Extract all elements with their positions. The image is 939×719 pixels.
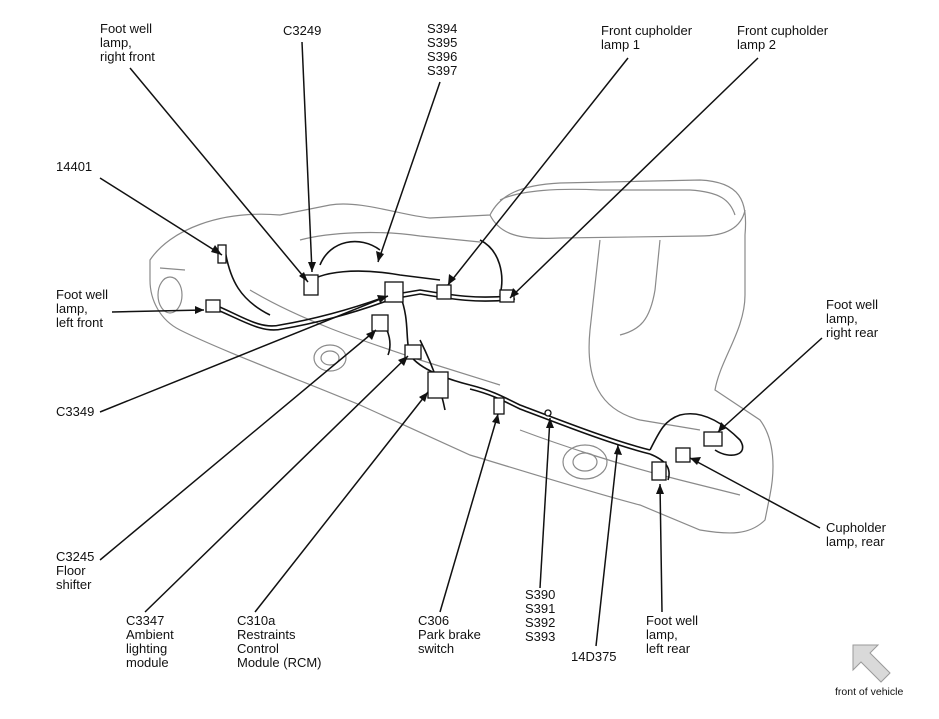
connector-front-cupholder-1 [436,284,452,300]
leader-front-cupholder-2 [509,57,759,299]
leader-front-cupholder-1 [447,57,629,286]
leader-s394 [377,81,441,263]
leader-foot-well-right-front [129,67,309,283]
leader-14401 [99,177,223,256]
label-c3347: C3347 Ambient lighting module [126,613,174,670]
label-foot-well-left-rear: Foot well lamp, left rear [646,613,699,656]
label-foot-well-right-front: Foot well lamp, right front [100,21,155,64]
leader-14d375 [595,444,619,647]
label-front-cupholder-lamp-2: Front cupholder lamp 2 [737,23,829,52]
leader-c3249 [301,41,313,273]
leader-foot-well-right-rear [717,337,823,433]
wiring-harness [214,239,744,481]
leader-c3347 [144,355,409,613]
arrowhead-c3249 [308,262,316,272]
arrowhead-c3349 [377,295,388,303]
leader-s390 [539,417,551,589]
leader-foot-well-left-rear [659,483,663,613]
connectors [205,244,723,481]
connector-c306 [493,397,505,415]
connector-c3347 [404,344,422,360]
leader-lines [99,41,823,647]
label-front-of-vehicle: front of vehicle [835,686,904,698]
arrowhead-foot-well-right-front [299,272,308,282]
label-foot-well-left-front: Foot well lamp, left front [56,287,109,330]
connector-c3245 [371,314,389,332]
arrowheads [195,245,727,494]
label-cupholder-rear: Cupholder lamp, rear [826,520,886,549]
label-s390-s393: S390 S391 S392 S393 [525,587,556,644]
label-14d375: 14D375 [571,649,617,664]
arrowhead-front-cupholder-1 [448,274,456,285]
leader-c306 [439,413,499,613]
arrowhead-c3347 [398,356,408,366]
arrowhead-foot-well-left-rear [656,484,664,494]
arrowhead-s394 [376,251,384,262]
arrowhead-foot-well-left-front [195,306,204,314]
direction-arrow-icon [852,644,891,683]
arrowhead-14401 [211,245,222,255]
arrowhead-c310a [419,392,428,402]
arrowhead-c3245 [366,330,376,340]
label-front-cupholder-lamp-1: Front cupholder lamp 1 [601,23,693,52]
label-s394-s397: S394 S395 S396 S397 [427,21,458,78]
leader-foot-well-left-front [111,309,205,313]
label-c3249: C3249 [283,23,322,38]
connector-c3249 [384,281,404,303]
arrowhead-c306 [492,414,500,424]
label-c3349: C3349 [56,404,95,419]
connector-foot-well-left-rear [651,461,667,481]
connector-c310a [427,371,449,399]
connector-foot-well-right-rear [703,431,723,447]
label-c306: C306 Park brake switch [418,613,481,656]
connector-14401 [217,244,227,264]
arrowhead-cupholder-rear [690,457,701,465]
splice-s390 [544,409,552,417]
label-c310a: C310a Restraints Control Module (RCM) [237,613,322,670]
leader-c3245 [99,329,377,561]
connector-cupholder-rear [675,447,691,463]
label-14401: 14401 [56,159,93,174]
connector-foot-well-left-front [205,299,221,313]
arrowhead-foot-well-right-rear [718,422,727,432]
arrowhead-14d375 [614,445,622,455]
label-c3245: C3245 Floor shifter [56,549,95,592]
arrowhead-front-cupholder-2 [510,288,519,298]
connector-foot-well-right-front [303,274,319,296]
arrowhead-s390 [546,418,554,428]
console-body [149,179,774,534]
leader-c3349 [99,295,389,413]
leader-cupholder-rear [689,457,821,529]
label-foot-well-right-rear: Foot well lamp, right rear [826,297,879,340]
leader-c310a [254,391,429,613]
